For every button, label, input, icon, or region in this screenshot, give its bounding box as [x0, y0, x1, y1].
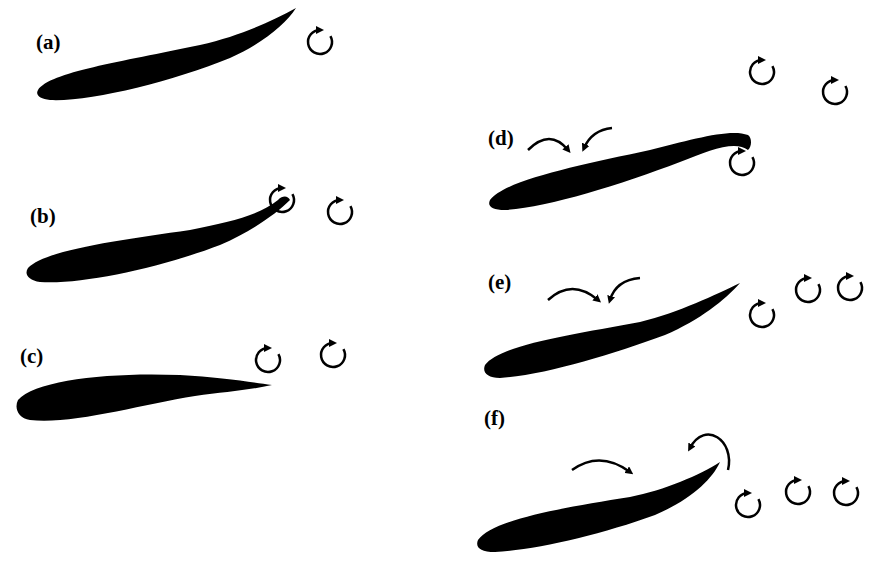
vortex-arrow [321, 343, 345, 367]
fish-silhouette [477, 462, 720, 552]
vortex-arrow [750, 60, 774, 84]
panel-label: (e) [488, 272, 511, 293]
vortex-arrow [838, 276, 862, 300]
flow-arrow [572, 460, 630, 472]
vortex-arrow [256, 348, 280, 372]
vortex-arrow [308, 30, 332, 54]
panel-label: (a) [36, 32, 61, 53]
panel-label: (f) [484, 408, 505, 429]
vortex-arrow [823, 80, 847, 104]
vortex-arrow [730, 151, 754, 175]
panel-label: (c) [20, 346, 43, 367]
fish-silhouette [489, 133, 751, 210]
panel-label: (b) [30, 206, 56, 227]
vortex-arrow [328, 200, 352, 224]
fish-silhouette [27, 197, 291, 283]
fish-silhouette [37, 8, 296, 100]
panel-label: (d) [488, 128, 514, 149]
vortex-arrow [796, 278, 820, 302]
flow-arrow [690, 435, 729, 470]
vortex-arrow [834, 481, 858, 505]
flow-arrow [528, 139, 568, 150]
vortex-arrow [786, 480, 810, 504]
fish-silhouette [17, 374, 273, 420]
flow-arrow [610, 278, 640, 300]
vortex-arrow [270, 188, 294, 212]
vortex-arrow [750, 303, 774, 327]
flow-arrow [584, 128, 612, 148]
vortex-arrow [736, 493, 760, 517]
flow-arrow [548, 289, 598, 300]
